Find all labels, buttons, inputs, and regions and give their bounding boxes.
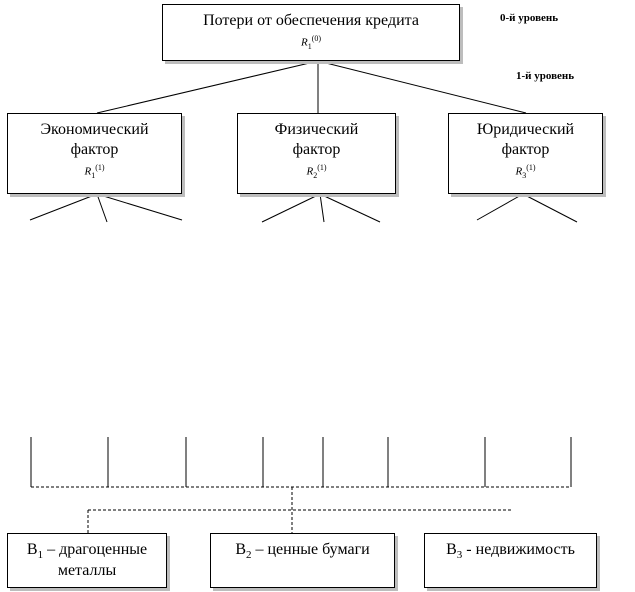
connector-root-factor1 [96,60,319,114]
fan-factor1-c [96,193,183,221]
level-0-label: 0-й уровень [500,12,559,24]
alternative-metals-text2: металлы [57,562,117,579]
factor-legal-symbol: R3(1) [515,163,536,180]
root-goal-title: Потери от обеспечения кредита [203,12,419,29]
factor-box-physical: Физический фактор R2(1) [237,113,396,194]
alternative-metals-letter: B [26,541,38,558]
alternative-realestate-index: 3 [456,549,463,561]
factor-economic-line2: фактор [70,141,119,158]
factor-legal-line2: фактор [501,141,550,158]
alternative-metals-text: – драгоценные [43,541,148,558]
connector-root-factor3 [317,60,527,114]
root-goal-box: Потери от обеспечения кредита R1(0) [162,4,460,61]
factor-physical-symbol: R2(1) [306,163,327,180]
alternative-securities-index: 2 [245,549,252,561]
factor-physical-line1: Физический [274,121,359,138]
factor-legal-line1: Юридический [476,121,575,138]
fan-factor1-b [96,193,108,223]
alternative-securities-text: – ценные бумаги [251,541,370,558]
fan-factor2-b [319,193,325,223]
alternative-metals-index: 1 [37,549,44,561]
level-1-label: 1-й уровень [516,70,575,82]
factor-physical-line2: фактор [292,141,341,158]
factor-box-economic: Экономический фактор R1(1) [7,113,182,194]
fan-factor1-a [29,193,98,221]
root-goal-symbol: R1(0) [300,34,322,51]
fan-factor3-b [522,193,578,223]
alternative-box-realestate: B3 - недвижимость [424,533,597,588]
fan-factor3-a [476,193,524,221]
alternative-box-securities: B2 – ценные бумаги [210,533,395,588]
fan-factor2-c [319,193,381,223]
alternative-securities-letter: B [235,541,246,558]
factor-box-legal: Юридический фактор R3(1) [448,113,603,194]
alternative-realestate-letter: B [446,541,457,558]
factor-economic-symbol: R1(1) [84,163,105,180]
alternative-realestate-text: - недвижимость [462,541,575,558]
alternative-box-metals: B1 – драгоценные металлы [7,533,167,588]
fan-factor2-a [261,193,321,223]
factor-economic-line1: Экономический [40,121,149,138]
